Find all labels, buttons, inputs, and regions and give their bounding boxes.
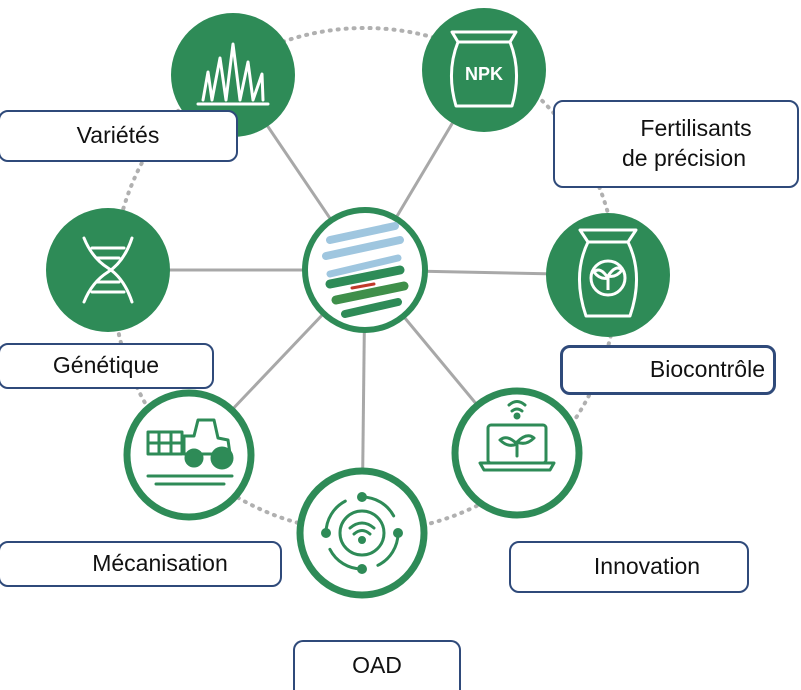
label-fertilisants-line2: de précision <box>621 145 746 171</box>
label-varietes: Variétés <box>0 110 238 162</box>
label-fertilisants: Fertilisants de précision <box>553 100 799 188</box>
label-oad: OAD <box>293 640 461 690</box>
label-fertilisants-line1: Fertilisants <box>640 115 752 142</box>
node-varietes <box>171 13 295 137</box>
label-genetique: Génétique <box>0 343 214 389</box>
node-biocontrole <box>546 213 670 337</box>
label-mecanisation-text: Mécanisation <box>92 550 228 577</box>
seed-bag-icon <box>577 228 639 318</box>
label-biocontrole: Biocontrôle <box>560 345 776 395</box>
node-fertilisants: NPK <box>422 8 546 132</box>
hub-node <box>302 207 428 333</box>
label-mecanisation: Mécanisation <box>0 541 282 587</box>
node-mecanisation <box>123 389 255 521</box>
tractor-icon <box>146 418 234 486</box>
grass-icon <box>196 42 270 106</box>
node-innovation <box>451 387 583 519</box>
laptop-plant-icon <box>478 400 556 472</box>
label-oad-text: OAD <box>352 652 402 679</box>
npk-bag-icon <box>449 30 519 108</box>
dna-icon <box>82 236 134 304</box>
wifi-radar-icon <box>321 492 403 574</box>
label-innovation: Innovation <box>509 541 749 593</box>
node-oad <box>296 467 428 599</box>
node-genetique <box>46 208 170 332</box>
field-stripes-icon <box>322 222 409 318</box>
label-genetique-text: Génétique <box>52 352 160 379</box>
label-varietes-text: Variétés <box>76 122 160 149</box>
npk-text: NPK <box>465 64 503 84</box>
label-innovation-text: Innovation <box>593 553 701 580</box>
label-biocontrole-text: Biocontrôle <box>649 356 765 383</box>
